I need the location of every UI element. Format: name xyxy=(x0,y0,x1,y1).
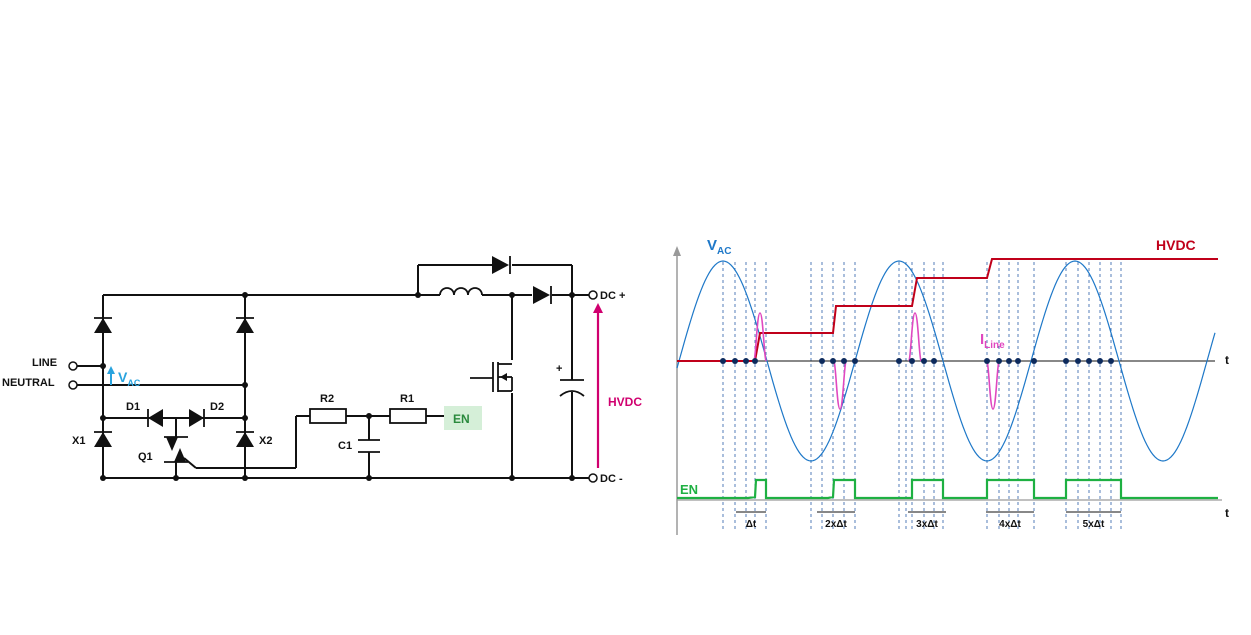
iline-pulse xyxy=(753,312,767,362)
delay-label: 2xΔt xyxy=(825,519,847,530)
terminal-dc-plus xyxy=(588,290,598,300)
sample-dot xyxy=(909,358,915,364)
hvdc-wave-label: HVDC xyxy=(1156,237,1196,253)
en-box xyxy=(444,406,482,430)
sample-dot xyxy=(931,358,937,364)
delay-label: 4xΔt xyxy=(999,519,1021,530)
sample-dot xyxy=(830,358,836,364)
sample-dot xyxy=(1097,358,1103,364)
capacitor-plus-sign: + xyxy=(556,363,562,375)
sample-dot xyxy=(996,358,1002,364)
vac-label: VAC xyxy=(118,369,141,388)
terminal-line xyxy=(68,361,78,371)
sample-dot xyxy=(841,358,847,364)
neutral-label: NEUTRAL xyxy=(2,377,55,389)
dc-plus-label: DC + xyxy=(600,290,625,302)
sample-dot xyxy=(732,358,738,364)
iline-pulse xyxy=(986,360,1000,410)
sample-dot xyxy=(896,358,902,364)
bridge-diode-top-right xyxy=(236,317,254,333)
diode-x2 xyxy=(236,431,254,447)
d2-label: D2 xyxy=(210,401,224,413)
capacitor-c1 xyxy=(358,439,380,453)
hvdc-staircase xyxy=(677,258,1218,362)
sample-dot xyxy=(1006,358,1012,364)
boost-diode xyxy=(533,286,552,304)
sample-dot xyxy=(921,358,927,364)
r2-label: R2 xyxy=(320,393,334,405)
sample-dot xyxy=(1015,358,1021,364)
diode-d1 xyxy=(147,409,163,427)
sample-dot xyxy=(1031,358,1037,364)
bridge-diode-top-left xyxy=(94,317,112,333)
line-label: LINE xyxy=(32,357,57,369)
sample-dots xyxy=(720,358,1114,364)
hvdc-arrow xyxy=(593,303,603,468)
boost-inductor xyxy=(439,287,483,296)
sample-dot xyxy=(852,358,858,364)
sample-dot xyxy=(1063,358,1069,364)
x2-label: X2 xyxy=(259,435,272,447)
sample-dot xyxy=(1108,358,1114,364)
sample-dot xyxy=(1086,358,1092,364)
bypass-diode xyxy=(492,256,511,274)
diode-x1 xyxy=(94,431,112,447)
r1-label: R1 xyxy=(400,393,414,405)
delay-brackets: Δt 2xΔt 3xΔt 4xΔt 5xΔt xyxy=(736,511,1121,530)
t-axis-label-bottom: t xyxy=(1225,506,1229,520)
sample-dot xyxy=(720,358,726,364)
vac-wave-label: VAC xyxy=(707,237,731,257)
en-label: EN xyxy=(453,412,470,426)
terminal-neutral xyxy=(68,380,78,390)
x1-label: X1 xyxy=(72,435,85,447)
iline-label: ILine xyxy=(980,331,1005,351)
sample-dot xyxy=(743,358,749,364)
junction-dots xyxy=(100,292,575,481)
t-axis-label-top: t xyxy=(1225,353,1229,367)
resistor-r1 xyxy=(389,408,427,424)
vac-arrow xyxy=(107,366,115,385)
bulk-capacitor xyxy=(559,379,585,397)
q1-label: Q1 xyxy=(138,451,153,463)
iline-pulse xyxy=(908,312,922,362)
c1-label: C1 xyxy=(338,440,352,452)
vac-sine-wave xyxy=(676,260,1216,462)
resistor-r2 xyxy=(309,408,347,424)
hvdc-circuit-label: HVDC xyxy=(608,395,642,409)
sample-dot xyxy=(752,358,758,364)
en-pulse-train xyxy=(677,478,1218,500)
delay-label: 5xΔt xyxy=(1083,519,1105,530)
dashed-grid-lines xyxy=(722,262,1122,530)
dc-minus-label: DC - xyxy=(600,473,623,485)
en-wave-label: EN xyxy=(680,482,698,497)
iline-current-pulses xyxy=(753,312,1000,410)
thyristor-q1 xyxy=(164,436,188,463)
sample-dot xyxy=(984,358,990,364)
delay-label: 3xΔt xyxy=(916,519,938,530)
sample-dot xyxy=(1075,358,1081,364)
boost-mosfet xyxy=(470,362,513,392)
terminal-dc-minus xyxy=(588,473,598,483)
iline-pulse xyxy=(833,360,847,410)
delay-label: Δt xyxy=(746,519,757,530)
diode-d2 xyxy=(189,409,205,427)
d1-label: D1 xyxy=(126,401,140,413)
sample-dot xyxy=(819,358,825,364)
